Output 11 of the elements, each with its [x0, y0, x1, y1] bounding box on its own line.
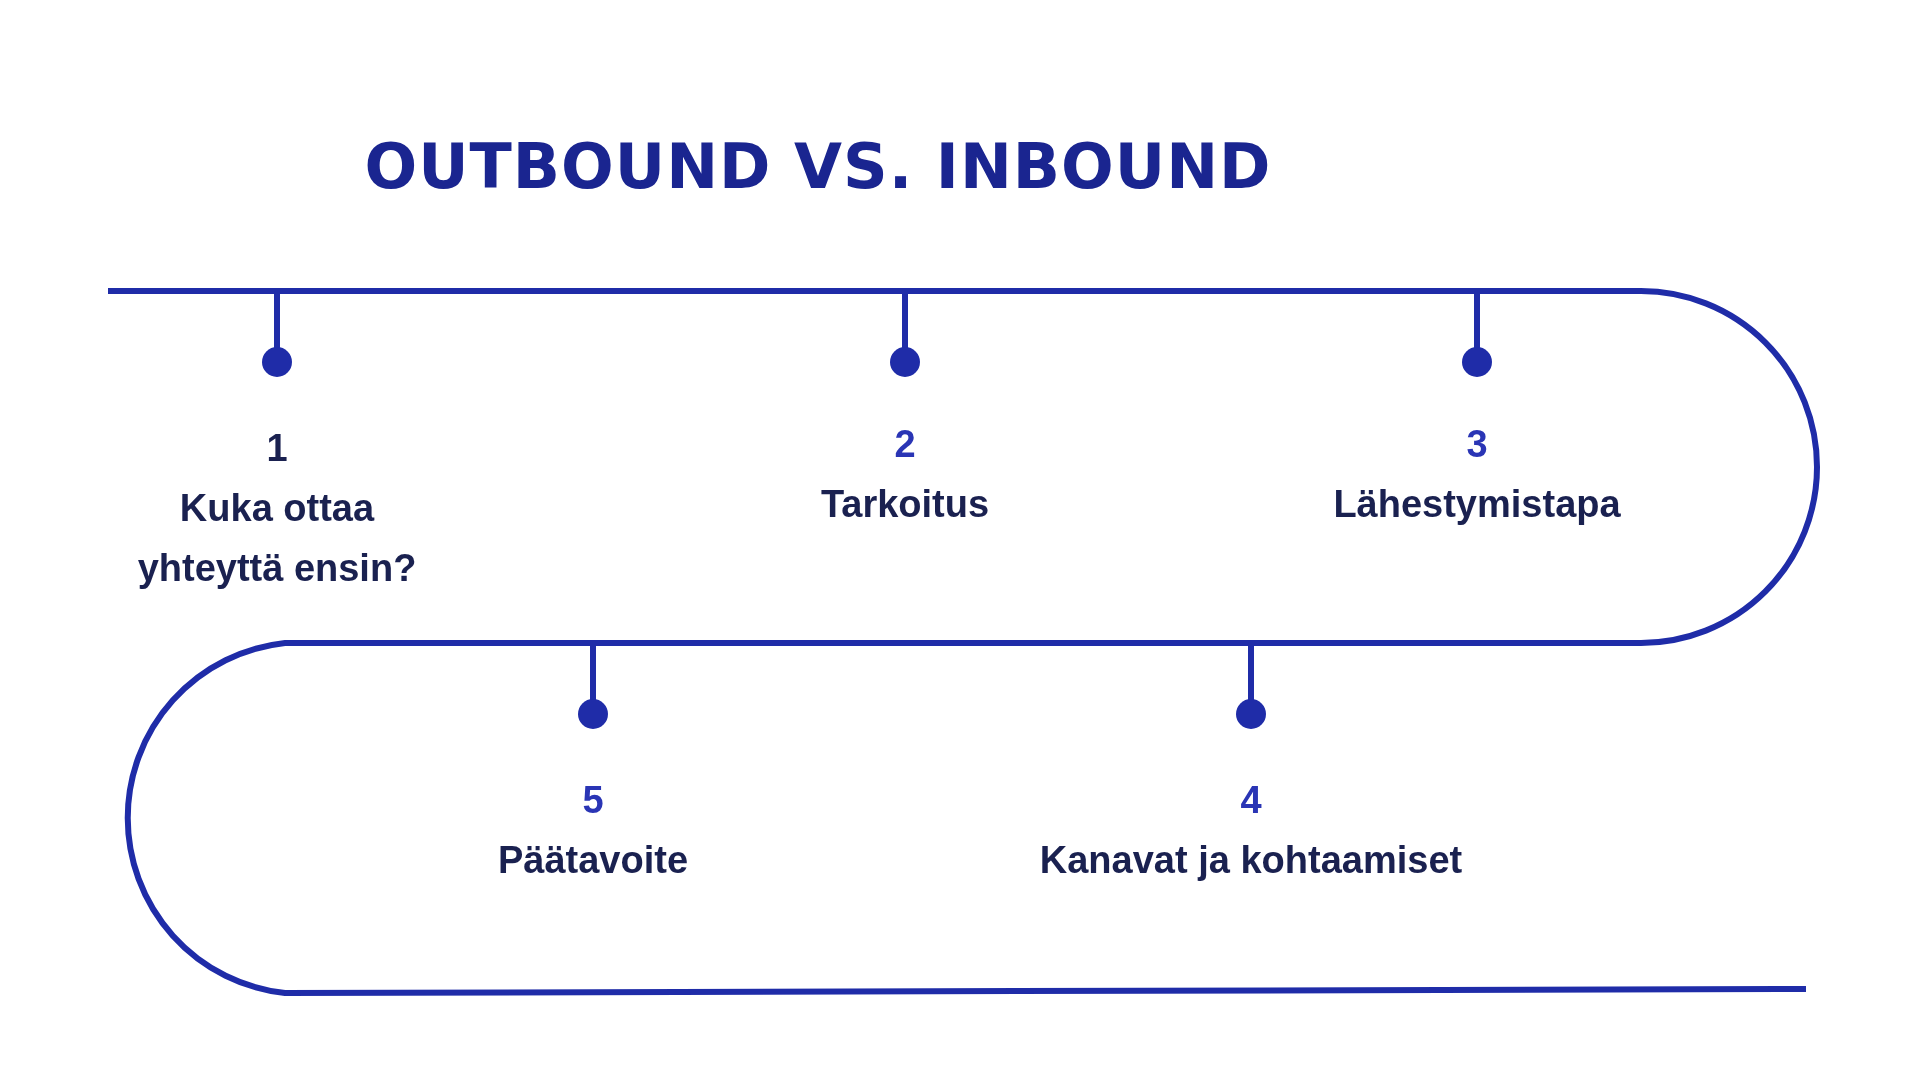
step-label: Tarkoitus — [820, 482, 990, 527]
step-label: Päätavoite — [497, 838, 689, 883]
step-number: 5 — [582, 778, 604, 823]
step-label: Lähestymistapa — [1333, 482, 1621, 527]
step-number: 2 — [894, 422, 916, 467]
step-number: 1 — [266, 426, 288, 471]
title: OUTBOUND VS. INBOUND — [364, 130, 1272, 203]
step-label: Kanavat ja kohtaamiset — [1039, 838, 1463, 883]
step-number: 3 — [1466, 422, 1488, 467]
step-number: 4 — [1240, 778, 1262, 823]
step-label: Kuka ottaa yhteyttä ensin? — [136, 486, 418, 591]
